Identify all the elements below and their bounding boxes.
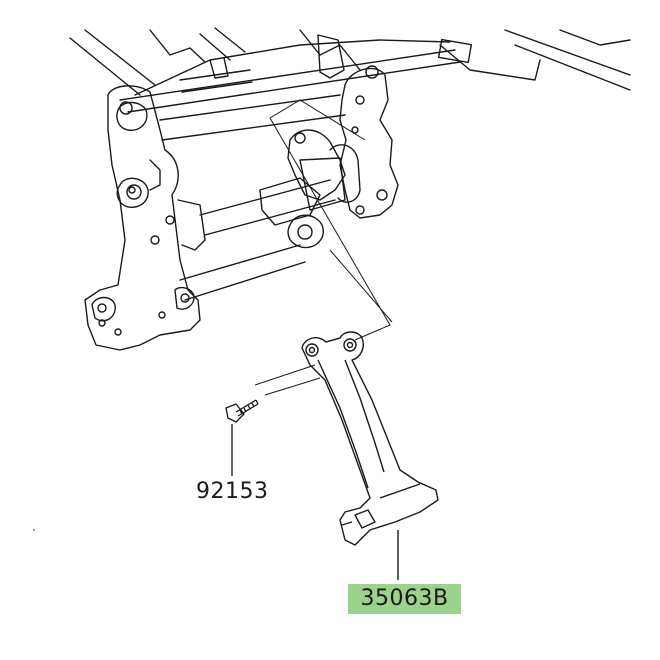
part-number-bracket[interactable]: 35063B bbox=[360, 586, 449, 611]
bracket-part bbox=[301, 331, 439, 580]
part-number-bolt: 92153 bbox=[196, 479, 269, 504]
frame-assembly bbox=[69, 27, 631, 351]
speck bbox=[33, 529, 35, 531]
exploded-view-guide-lines bbox=[254, 99, 393, 396]
bolt-part bbox=[225, 399, 259, 476]
part-number-highlight bbox=[348, 584, 461, 614]
